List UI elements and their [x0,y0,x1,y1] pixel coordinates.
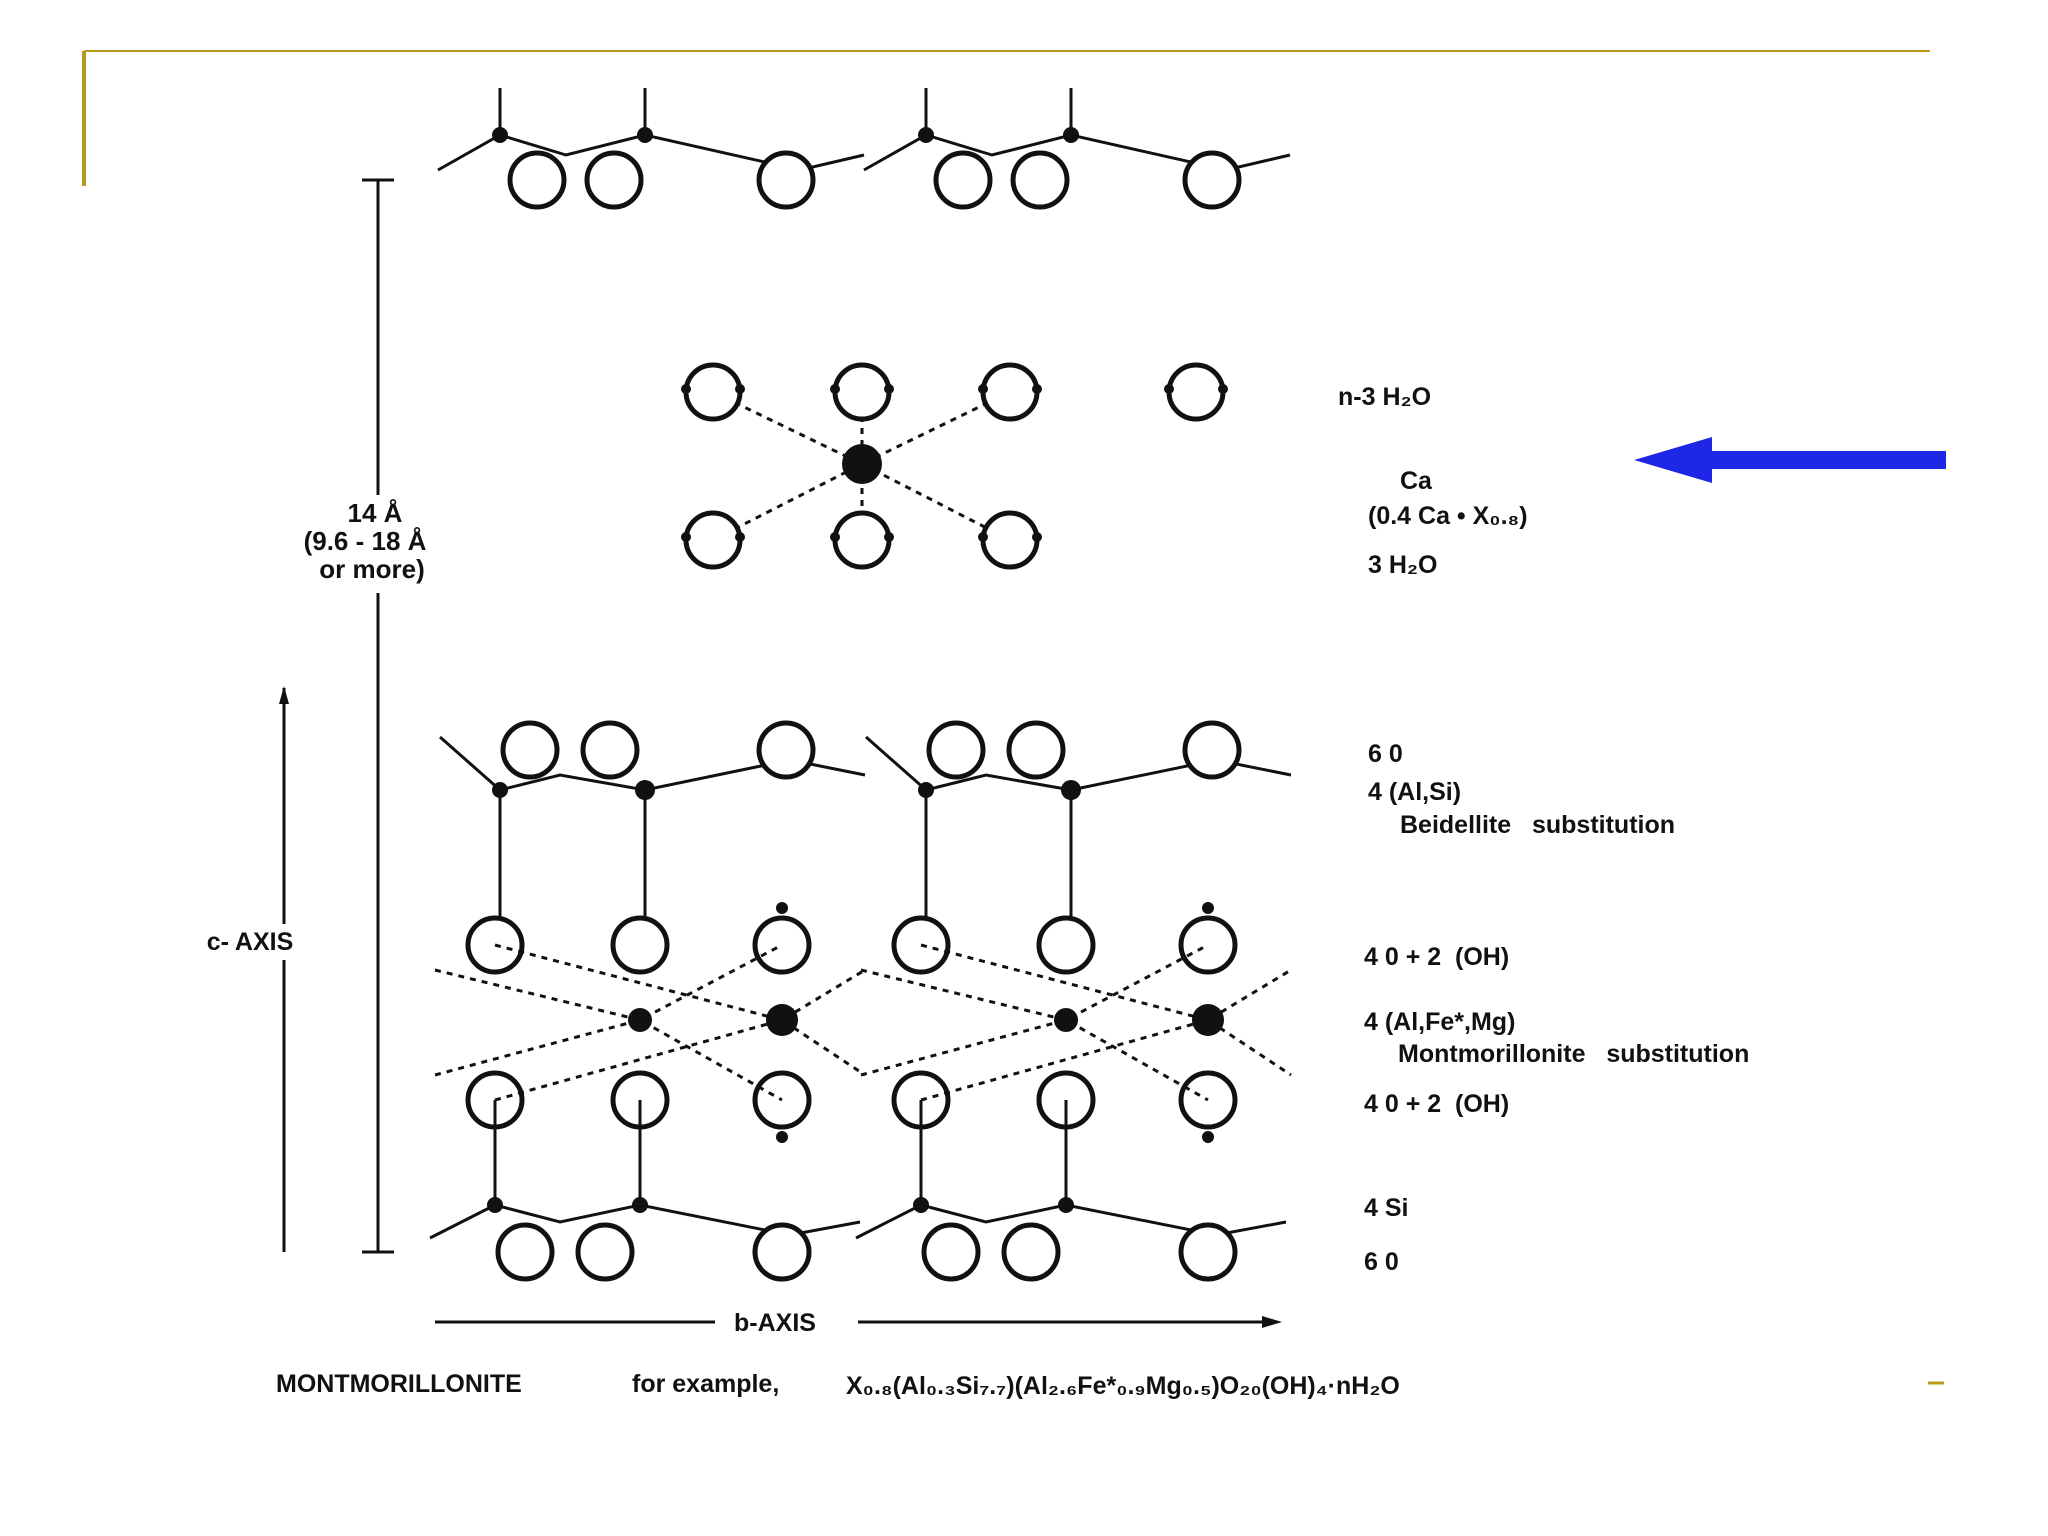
cation-atom [1164,384,1174,394]
oxygen-atom [507,150,567,210]
oxygen-atom [933,150,993,210]
label-o-oh-top: 4 0 + 2 (OH) [1364,943,1509,971]
cation-atom [1032,532,1042,542]
label-6-oxygen-bottom: 6 0 [1364,1248,1399,1276]
cation-atom [1054,1008,1078,1032]
label-3-water: 3 H₂O [1368,551,1437,579]
oxygen-atom [580,720,640,780]
cation-atom [1202,1131,1214,1143]
cation-atom [830,384,840,394]
oxygen-atom [1182,720,1242,780]
octahedral-bond [494,943,866,1022]
cation-atom [735,532,745,542]
octahedral-bond [920,1018,1292,1102]
cation-atom [776,902,788,914]
oxygen-atom [756,720,816,780]
octahedral-bond [494,1018,866,1102]
cation-atom [681,384,691,394]
oxygen-atom [752,915,812,975]
oxygen-atom [1006,720,1066,780]
cation-atom [628,1008,652,1032]
cation-atom [766,1004,798,1036]
c-axis-arrow [279,686,289,1252]
cation-atom [1192,1004,1224,1036]
octahedral-bond [712,462,1011,542]
oxygen-atom [500,720,560,780]
oxygen-atom [926,720,986,780]
cation-atom [735,384,745,394]
cation-atom [884,532,894,542]
oxygen-atom [1182,150,1242,210]
b-axis-label: b-AXIS [734,1309,816,1337]
cation-atom [830,532,840,542]
oxygen-atom [584,150,644,210]
oxygen-atom [575,1222,635,1282]
water-molecule [980,510,1040,570]
cation-atom [632,1197,648,1213]
cation-atom [978,532,988,542]
octahedral-bond [920,943,1292,1022]
oxygen-atom [756,150,816,210]
water-molecule [832,362,892,422]
cation-atom [681,532,691,542]
caption-example: for example, [632,1370,779,1398]
crystal-structure [429,88,1292,1282]
label-al-si: 4 (Al,Si) [1368,778,1461,806]
spacing-label-line2: (9.6 - 18 Å [304,526,427,556]
label-ca: Ca [1400,467,1433,495]
label-o-oh-bottom: 4 0 + 2 (OH) [1364,1090,1509,1118]
oxygen-atom [921,1222,981,1282]
cation-atom [842,444,882,484]
label-beidellite: Beidellite substitution [1400,811,1675,839]
pointer-arrow [1634,437,1946,483]
cation-atom [1032,384,1042,394]
c-axis-label: c- AXIS [207,928,294,956]
oxygen-atom [752,1222,812,1282]
cation-atom [1202,902,1214,914]
b-axis-arrow [435,1316,1282,1328]
label-montmorillonite-substitution: Montmorillonite substitution [1398,1040,1749,1068]
label-ca-detail: (0.4 Ca • X₀.₈) [1368,502,1528,530]
water-molecule [832,510,892,570]
label-6-oxygen-top: 6 0 [1368,740,1403,768]
water-molecule [1166,362,1226,422]
basal-spacing-dimension [362,178,394,1254]
label-al-fe-mg: 4 (Al,Fe*,Mg) [1364,1008,1515,1036]
cation-atom [1058,1197,1074,1213]
caption-formula: X₀.₈(Al₀.₃Si₇.₇)(Al₂.₆Fe*₀.₉Mg₀.₅)O₂₀(OH… [846,1372,1400,1400]
oxygen-atom [1010,150,1070,210]
label-4-si: 4 Si [1364,1194,1408,1222]
cation-atom [884,384,894,394]
cation-atom [978,384,988,394]
cation-atom [1218,384,1228,394]
spacing-label-line1: 14 Å [348,498,403,528]
oxygen-atom [1178,1222,1238,1282]
oxygen-atom [1001,1222,1061,1282]
oxygen-atom [610,915,670,975]
water-molecule [683,510,743,570]
cation-atom [913,1197,929,1213]
cation-atom [487,1197,503,1213]
oxygen-atom [1178,915,1238,975]
label-interlayer-water: n-3 H₂O [1338,383,1431,411]
water-molecule [980,362,1040,422]
cation-atom [776,1131,788,1143]
water-molecule [683,362,743,422]
spacing-label-line3: or more) [319,554,424,584]
oxygen-atom [1036,915,1096,975]
oxygen-atom [495,1222,555,1282]
caption-mineral-name: MONTMORILLONITE [276,1370,522,1398]
